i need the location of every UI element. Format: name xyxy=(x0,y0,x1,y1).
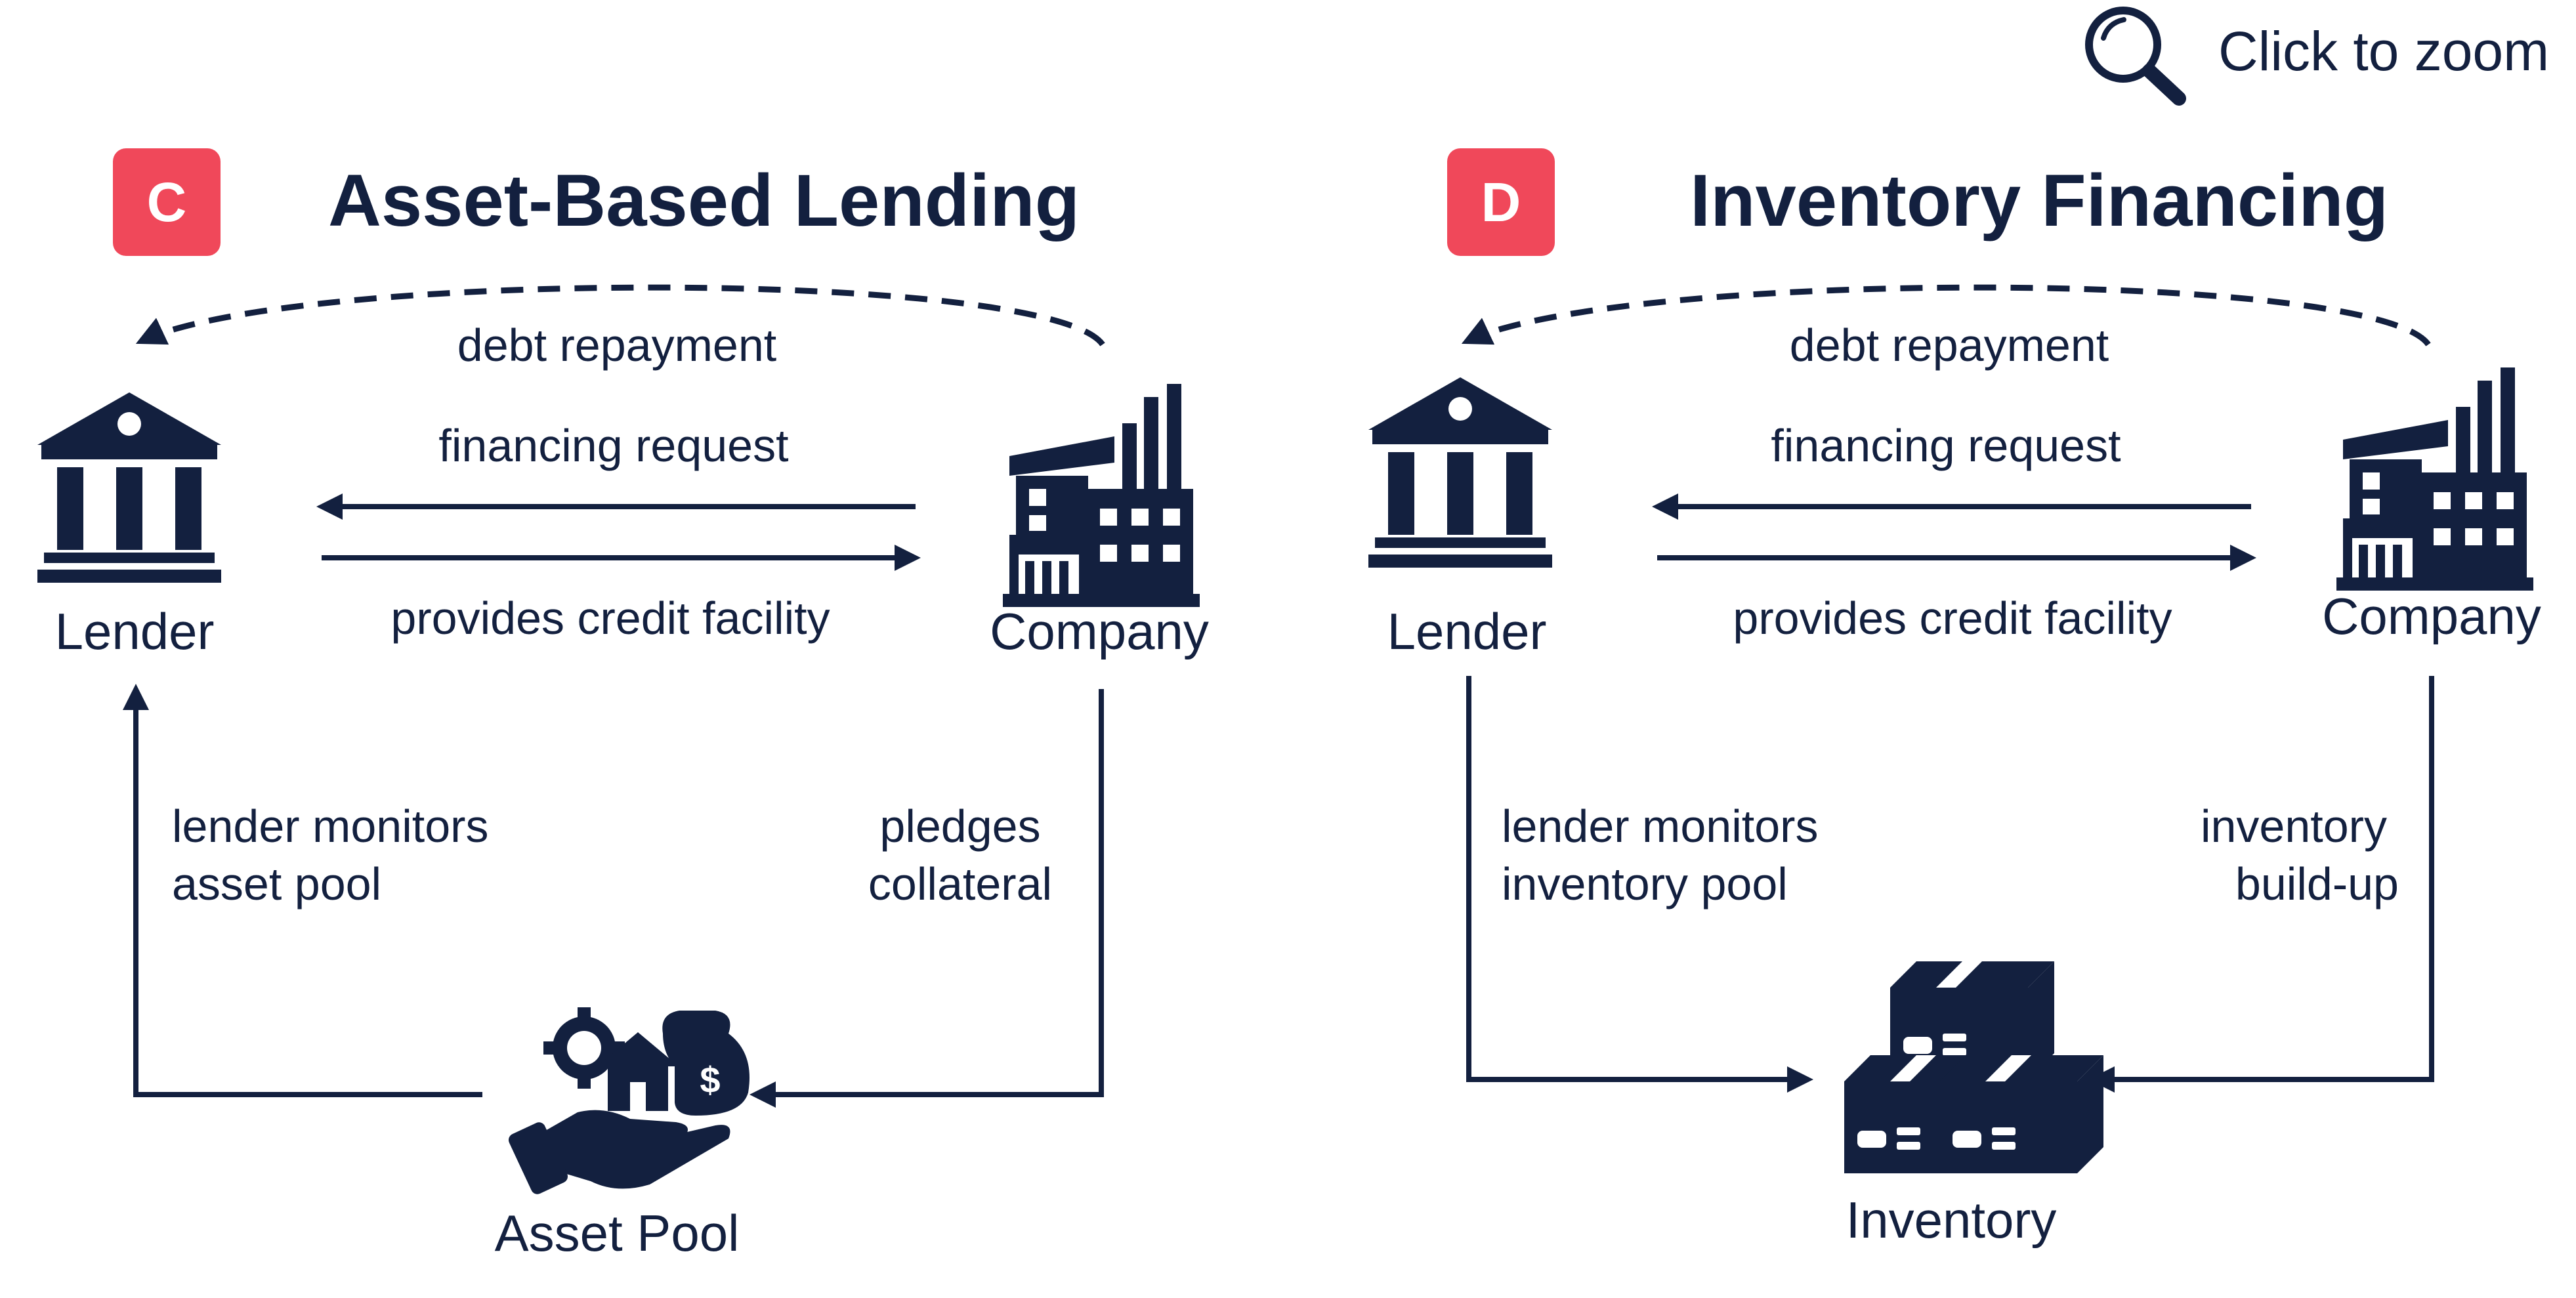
monitor-label-c-line1: lender monitors xyxy=(172,801,489,852)
repayment-label-d: debt repayment xyxy=(1789,320,2109,371)
hand-holding-assets-icon: $ xyxy=(508,1007,750,1194)
monitor-label-c-line2: asset pool xyxy=(172,858,382,910)
credit-label-c: provides credit facility xyxy=(391,593,830,644)
repayment-label-c: debt repayment xyxy=(457,320,777,371)
monitor-arrow-c xyxy=(123,684,482,1097)
buildup-label-d-line1: inventory xyxy=(2200,801,2387,852)
monitor-arrow-d xyxy=(1466,676,1813,1093)
repayment-arrow-d xyxy=(1461,284,2431,346)
magnifier-icon xyxy=(2085,7,2186,106)
request-label-c: financing request xyxy=(438,420,789,471)
panel-title-d: Inventory Financing xyxy=(1690,159,2389,241)
bank-icon-c xyxy=(37,392,221,583)
company-label-c: Company xyxy=(990,602,1209,660)
svg-text:$: $ xyxy=(700,1059,720,1100)
asset-pool-label: Asset Pool xyxy=(494,1204,740,1262)
panel-badge-d: D xyxy=(1447,148,1555,256)
repayment-arrow-c xyxy=(135,284,1105,346)
monitor-label-d-line2: inventory pool xyxy=(1502,858,1788,910)
factory-icon-c xyxy=(1003,384,1200,607)
pledge-label-c-line1: pledges xyxy=(879,801,1041,852)
pledge-arrow-c xyxy=(750,689,1104,1108)
pledge-label-c-line2: collateral xyxy=(868,858,1053,910)
stacked-boxes-icon xyxy=(1844,961,2103,1173)
zoom-button[interactable]: Click to zoom xyxy=(2074,0,2560,112)
inventory-label: Inventory xyxy=(1846,1191,2057,1249)
bank-icon-d xyxy=(1368,377,1552,568)
panel-title-c: Asset-Based Lending xyxy=(328,159,1080,241)
factory-icon-d xyxy=(2336,367,2533,591)
lender-label-c: Lender xyxy=(54,602,215,660)
zoom-label: Click to zoom xyxy=(2218,20,2550,82)
buildup-label-d-line2: build-up xyxy=(2235,858,2399,910)
lender-label-d: Lender xyxy=(1387,602,1547,660)
buildup-arrow-d xyxy=(2088,676,2434,1093)
request-label-d: financing request xyxy=(1771,420,2121,471)
credit-label-d: provides credit facility xyxy=(1733,593,2172,644)
panel-badge-c: C xyxy=(113,148,221,256)
monitor-label-d-line1: lender monitors xyxy=(1502,801,1819,852)
company-label-d: Company xyxy=(2322,587,2541,645)
